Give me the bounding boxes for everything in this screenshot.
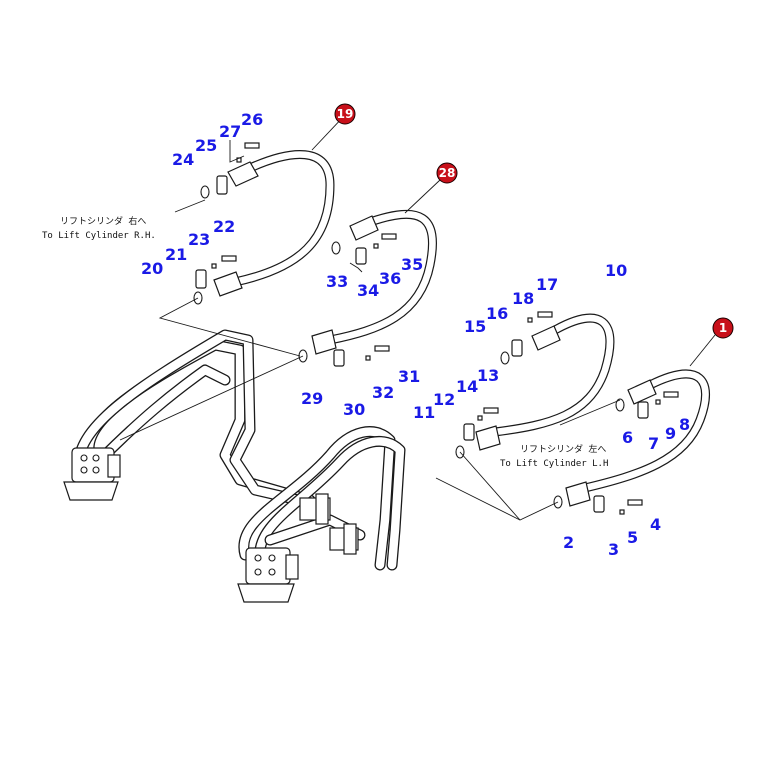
- badge-28-label: 28: [439, 166, 456, 180]
- label-18[interactable]: 18: [512, 289, 534, 308]
- leader-lines: [119, 114, 716, 521]
- label-33[interactable]: 33: [326, 272, 348, 291]
- note-lh-en: To Lift Cylinder L.H: [500, 459, 608, 469]
- label-5[interactable]: 5: [627, 528, 638, 547]
- badge-19[interactable]: 19: [334, 103, 356, 125]
- label-22[interactable]: 22: [213, 217, 235, 236]
- label-4[interactable]: 4: [650, 515, 661, 534]
- badge-19-label: 19: [337, 107, 354, 121]
- label-24[interactable]: 24: [172, 150, 194, 169]
- small-parts: [193, 142, 679, 515]
- tube-assembly: [63, 329, 406, 603]
- label-29[interactable]: 29: [301, 389, 323, 408]
- hose-1: [565, 369, 711, 507]
- label-17[interactable]: 17: [536, 275, 558, 294]
- label-13[interactable]: 13: [477, 366, 499, 385]
- badge-1[interactable]: 1: [712, 317, 734, 339]
- part-labels: 2 3 4 5 6 7 8 9 10 11 12 13 14 15 16 17 …: [141, 110, 690, 559]
- label-26[interactable]: 26: [241, 110, 263, 129]
- label-23[interactable]: 23: [188, 230, 210, 249]
- note-rh-en: To Lift Cylinder R.H.: [42, 231, 156, 241]
- label-21[interactable]: 21: [165, 245, 187, 264]
- note-rh-jp: リフトシリンダ 右へ: [60, 215, 146, 227]
- label-9[interactable]: 9: [665, 424, 676, 443]
- badge-28[interactable]: 28: [436, 162, 458, 184]
- notes: リフトシリンダ 右へ To Lift Cylinder R.H. リフトシリンダ…: [42, 215, 608, 469]
- label-6[interactable]: 6: [622, 428, 633, 447]
- label-16[interactable]: 16: [486, 304, 508, 323]
- note-lh-jp: リフトシリンダ 左へ: [520, 443, 606, 455]
- label-32[interactable]: 32: [372, 383, 394, 402]
- label-30[interactable]: 30: [343, 400, 365, 419]
- label-3[interactable]: 3: [608, 540, 619, 559]
- badge-1-label: 1: [719, 321, 727, 335]
- label-8[interactable]: 8: [679, 415, 690, 434]
- label-2[interactable]: 2: [563, 533, 574, 552]
- hose-28: [311, 209, 437, 355]
- label-25[interactable]: 25: [195, 136, 217, 155]
- label-34[interactable]: 34: [357, 281, 379, 300]
- label-10[interactable]: 10: [605, 261, 627, 280]
- label-14[interactable]: 14: [456, 377, 478, 396]
- label-31[interactable]: 31: [398, 367, 420, 386]
- hose-19: [213, 150, 335, 297]
- label-7[interactable]: 7: [648, 434, 659, 453]
- label-11[interactable]: 11: [413, 403, 435, 422]
- label-15[interactable]: 15: [464, 317, 486, 336]
- label-35[interactable]: 35: [401, 255, 423, 274]
- label-27[interactable]: 27: [219, 122, 241, 141]
- label-36[interactable]: 36: [379, 269, 401, 288]
- hose-10: [475, 313, 615, 451]
- label-20[interactable]: 20: [141, 259, 163, 278]
- label-12[interactable]: 12: [433, 390, 455, 409]
